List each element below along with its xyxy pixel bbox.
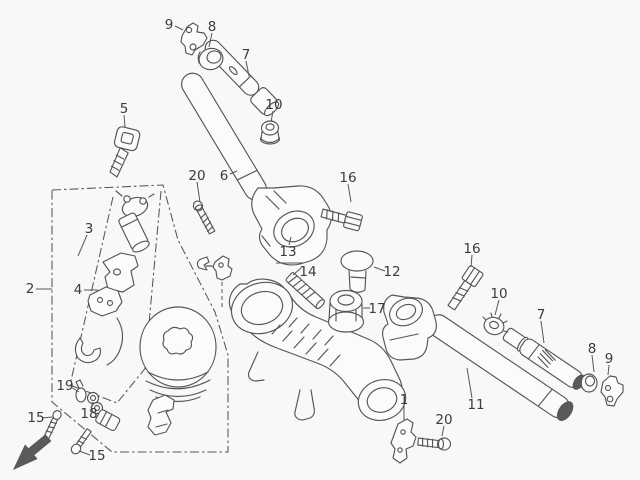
part-18-contact-rings: [86, 391, 104, 415]
callout-part-17-14: 17: [368, 301, 385, 317]
part-12-cap: [340, 250, 374, 293]
callout-part-11-20: 11: [467, 397, 484, 413]
part-8-ring-left: [197, 47, 224, 71]
part-3-switch-body: [118, 212, 150, 253]
switch-contact-base: [87, 286, 123, 317]
callout-part-18-24: 18: [80, 406, 97, 422]
callout-part-7-2: 7: [242, 47, 251, 63]
steering-dome-cover: [139, 306, 217, 403]
group-outline-part-2: [51, 184, 229, 453]
switch-connector: [95, 409, 121, 432]
callout-part-9-19: 9: [605, 351, 614, 367]
part-7-grip-pipe-right: [502, 327, 586, 390]
part-14-knurled-bolt: [285, 272, 325, 310]
callout-part-9-0: 9: [165, 17, 174, 33]
part-16-bolt-right: [447, 265, 484, 311]
callout-part-10-3: 10: [265, 97, 282, 113]
switch-retainer: [74, 337, 102, 364]
callout-part-8-1: 8: [208, 19, 217, 35]
callout-part-8-18: 8: [588, 341, 597, 357]
callout-part-20-22: 20: [435, 412, 452, 428]
callout-part-5-4: 5: [120, 101, 129, 117]
part-13-handle-holder-right: [381, 294, 437, 361]
part-10-washer-right: [482, 312, 509, 336]
callout-part-14-10: 14: [299, 264, 316, 280]
part-15-screw-lower: [70, 428, 92, 455]
direction-arrow-icon: [12, 434, 52, 471]
callout-part-15-25: 15: [27, 410, 44, 426]
callout-part-20-5: 20: [188, 168, 205, 184]
part-9-bracket-right: [600, 375, 624, 407]
part-1-bracket-right: [390, 418, 417, 464]
part-5-key: [109, 126, 141, 178]
part-10-nut-left: [259, 120, 281, 145]
callout-part-2-11: 2: [26, 281, 35, 297]
clip-under-dome: [147, 394, 175, 436]
part-3-switch-cap: [115, 190, 155, 218]
part-13-handle-holder-left: [251, 185, 332, 266]
top-bridge-body: [228, 278, 407, 421]
part-20-screw-right: [417, 437, 452, 451]
callout-part-1-21: 1: [400, 392, 409, 408]
callout-part-7-17: 7: [537, 307, 546, 323]
leader-lines: [36, 25, 610, 456]
callout-part-10-16: 10: [490, 286, 507, 302]
callout-part-4-12: 4: [74, 282, 83, 298]
part-4-switch-bracket: [102, 252, 139, 293]
callout-part-19-23: 19: [56, 378, 73, 394]
callout-part-3-8: 3: [85, 221, 94, 237]
part-9-bracket-left: [180, 22, 208, 56]
callout-part-16-7: 16: [339, 170, 356, 186]
part-16-bolt-left: [320, 208, 363, 232]
callout-part-16-15: 16: [463, 241, 480, 257]
callout-part-6-6: 6: [220, 168, 229, 184]
switch-wire-harness: [106, 317, 124, 366]
part-1-bracket-left: [196, 255, 233, 309]
part-20-screw-left: [192, 200, 216, 235]
part-17-stem-nut: [327, 289, 365, 333]
part-8-ring-right: [580, 373, 598, 393]
callout-part-12-13: 12: [383, 264, 400, 280]
callout-part-13-9: 13: [279, 244, 296, 260]
callout-part-15-26: 15: [88, 448, 105, 464]
